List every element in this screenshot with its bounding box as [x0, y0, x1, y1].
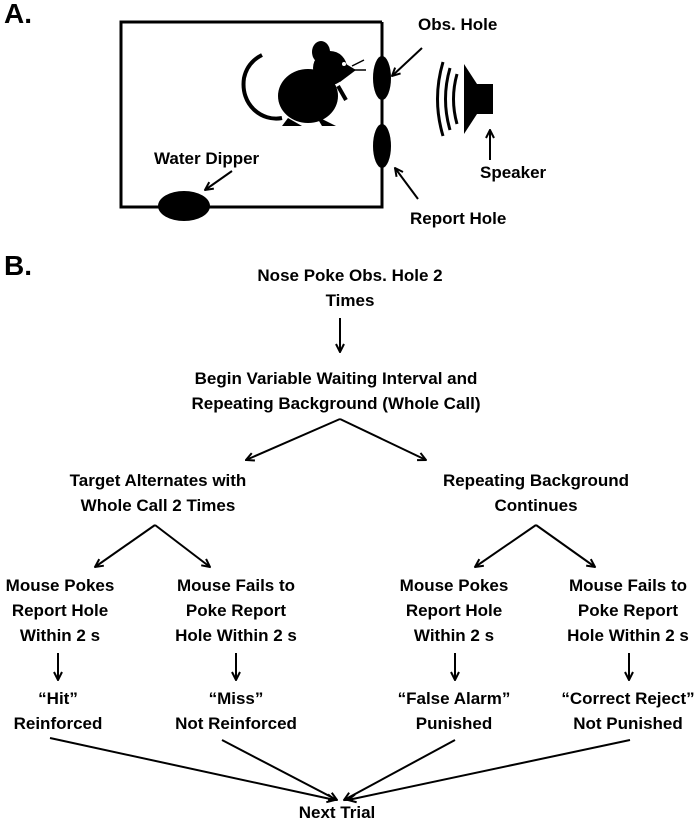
- wait-node: Begin Variable Waiting Interval and Repe…: [191, 366, 480, 416]
- report-hole-label: Report Hole: [410, 209, 507, 228]
- result-line: Reinforced: [13, 714, 103, 733]
- wait-line-2: Repeating Background (Whole Call): [191, 394, 481, 413]
- speaker-icon: [436, 61, 493, 137]
- panel-a-label: A.: [4, 0, 32, 29]
- water-dipper-arrow: [205, 170, 233, 190]
- background-line-2: Continues: [494, 496, 578, 515]
- obs-hole-shape: [373, 56, 391, 100]
- condition-line: Mouse Pokes: [5, 576, 115, 595]
- target-line-2: Whole Call 2 Times: [80, 496, 236, 515]
- report-hole-shape: [373, 124, 391, 168]
- condition-line: Report Hole: [11, 601, 109, 620]
- start-line-2: Times: [325, 291, 375, 310]
- condition-node-correct-reject: Mouse Fails to Poke Report Hole Within 2…: [567, 573, 689, 648]
- obs-hole-label: Obs. Hole: [418, 15, 498, 34]
- condition-line: Within 2 s: [413, 626, 495, 645]
- wait-line-1: Begin Variable Waiting Interval and: [194, 369, 478, 388]
- target-line-1: Target Alternates with: [69, 471, 247, 490]
- result-line: Not Punished: [573, 714, 683, 733]
- result-line: “False Alarm”: [397, 689, 511, 708]
- result-node-correct-reject: “Correct Reject” Not Punished: [561, 686, 694, 736]
- result-node-false-alarm: “False Alarm” Punished: [398, 686, 511, 736]
- flow-arrows: [49, 318, 630, 800]
- background-line-1: Repeating Background: [442, 471, 630, 490]
- result-line: Not Reinforced: [175, 714, 297, 733]
- report-hole-arrow: [395, 168, 419, 200]
- target-node: Target Alternates with Whole Call 2 Time…: [70, 468, 247, 518]
- result-line: “Miss”: [208, 689, 264, 708]
- water-dipper-label: Water Dipper: [154, 149, 260, 168]
- start-line-1: Nose Poke Obs. Hole 2: [257, 266, 443, 285]
- condition-node-miss: Mouse Fails to Poke Report Hole Within 2…: [175, 573, 297, 648]
- condition-line: Hole Within 2 s: [567, 626, 689, 645]
- condition-node-hit: Mouse Pokes Report Hole Within 2 s: [6, 573, 115, 648]
- result-line: “Correct Reject”: [561, 689, 695, 708]
- chamber-box: [119, 20, 384, 209]
- mouse-icon: [241, 41, 366, 126]
- result-line: Punished: [415, 714, 493, 733]
- condition-line: Poke Report: [185, 601, 287, 620]
- background-node: Repeating Background Continues: [443, 468, 629, 518]
- condition-line: Report Hole: [405, 601, 503, 620]
- result-node-hit: “Hit” Reinforced: [14, 686, 103, 736]
- condition-line: Within 2 s: [19, 626, 101, 645]
- start-node: Nose Poke Obs. Hole 2 Times: [257, 263, 442, 313]
- panel-b-label: B.: [4, 250, 32, 281]
- condition-line: Hole Within 2 s: [175, 626, 297, 645]
- result-node-miss: “Miss” Not Reinforced: [175, 686, 297, 736]
- condition-node-false-alarm: Mouse Pokes Report Hole Within 2 s: [400, 573, 509, 648]
- next-trial-node: Next Trial: [298, 803, 376, 822]
- water-dipper-shape: [158, 191, 210, 221]
- condition-line: Mouse Pokes: [399, 576, 509, 595]
- obs-hole-arrow: [392, 47, 423, 76]
- condition-line: Mouse Fails to: [568, 576, 688, 595]
- condition-line: Mouse Fails to: [176, 576, 296, 595]
- result-line: “Hit”: [38, 689, 78, 708]
- condition-line: Poke Report: [577, 601, 679, 620]
- speaker-label: Speaker: [480, 163, 547, 182]
